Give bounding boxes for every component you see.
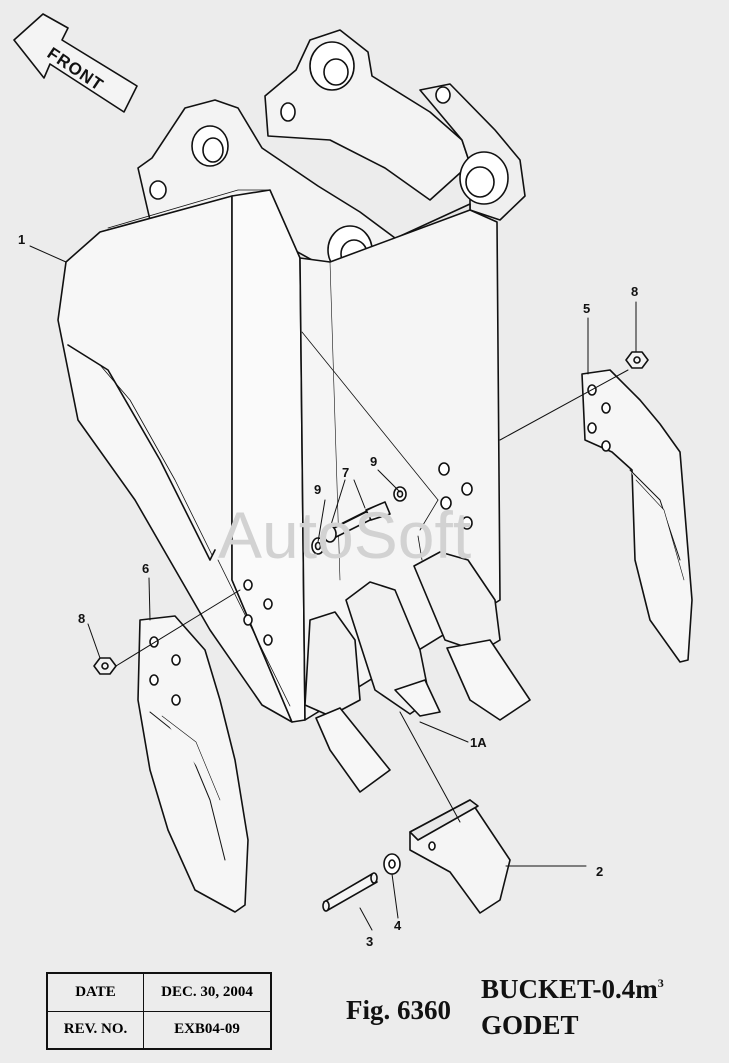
figure-number: Fig. 6360 — [346, 995, 451, 1025]
figure-title-en: BUCKET-0.4m3 — [481, 974, 664, 1005]
date-label: DATE — [46, 972, 144, 1012]
leader-lines — [29, 245, 637, 931]
watermark: AutoSoft — [218, 498, 471, 572]
callout-3: 3 — [366, 934, 373, 949]
side-cutter-6 — [137, 615, 249, 913]
callout-8-right: 8 — [631, 284, 638, 299]
callout-1: 1 — [18, 232, 25, 247]
callout-2: 2 — [596, 864, 603, 879]
nut-8-left — [93, 657, 117, 675]
callout-8-left: 8 — [78, 611, 85, 626]
callout-5: 5 — [583, 301, 590, 316]
title-en-superscript: 3 — [657, 976, 664, 990]
bucket-shell — [57, 189, 501, 723]
side-plate-holes-right — [438, 462, 473, 530]
rev-label: REV. NO. — [46, 1010, 144, 1050]
tooth-point-2 — [409, 799, 511, 914]
nut-8-right — [625, 351, 649, 369]
side-cutter-5 — [581, 369, 693, 663]
callout-6: 6 — [142, 561, 149, 576]
pin-3 — [322, 872, 378, 912]
tooth-adapters — [304, 551, 531, 793]
callout-7: 7 — [342, 465, 349, 480]
callout-9-lower: 9 — [314, 482, 321, 497]
callout-4: 4 — [394, 918, 402, 933]
figure-title-fr: GODET — [481, 1010, 579, 1040]
bolt-assembly-7-9 — [311, 486, 407, 555]
callout-1a: 1A — [470, 735, 487, 750]
date-value: DEC. 30, 2004 — [143, 972, 272, 1012]
revision-info-table: DATE DEC. 30, 2004 REV. NO. EXB04-09 — [46, 972, 272, 1050]
rev-value: EXB04-09 — [143, 1010, 272, 1050]
front-arrow — [13, 13, 138, 113]
title-en-text: BUCKET-0.4m — [481, 974, 658, 1004]
side-plate-holes-left — [243, 579, 273, 646]
callout-9-upper: 9 — [370, 454, 377, 469]
washer-4 — [383, 853, 401, 875]
